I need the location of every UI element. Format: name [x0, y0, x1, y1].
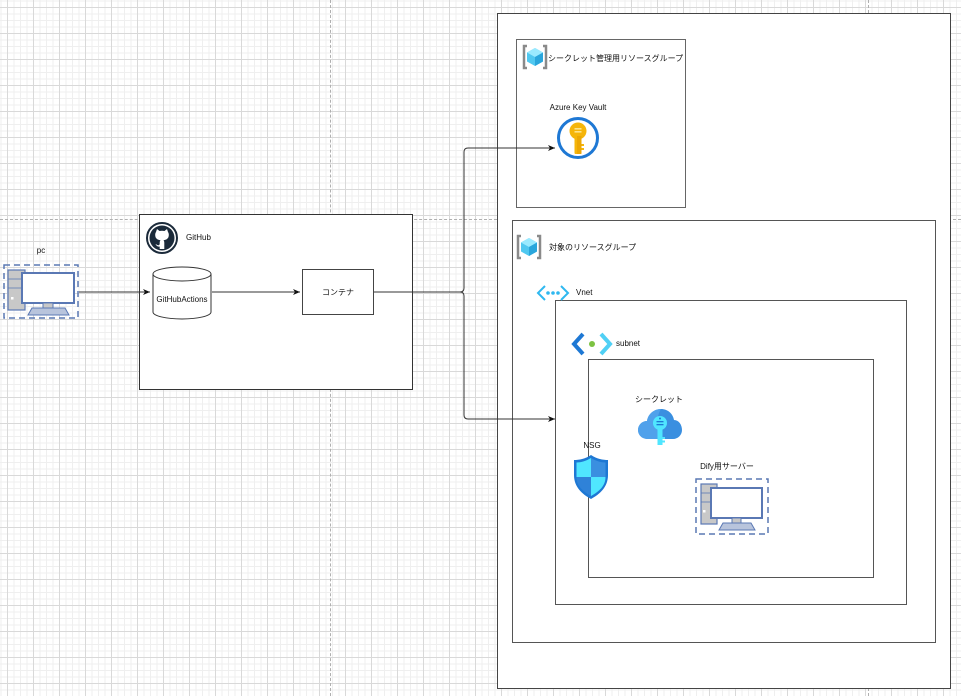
pc-label: pc	[36, 246, 46, 255]
desktop-computer-icon[interactable]	[3, 264, 79, 319]
desktop-computer-icon[interactable]	[695, 478, 769, 535]
vnet-icon	[536, 284, 570, 302]
secret-label: シークレット	[635, 395, 683, 404]
container-label: コンテナ	[322, 287, 354, 297]
resource-group-icon	[515, 234, 543, 260]
github-actions-cylinder[interactable]: GitHubActions	[152, 266, 212, 320]
github-icon	[146, 222, 178, 254]
subnet-label: subnet	[616, 339, 641, 348]
key-vault-icon[interactable]	[556, 116, 600, 160]
resource-group-icon	[521, 44, 549, 70]
key-vault-label: Azure Key Vault	[549, 103, 607, 112]
github-label: GitHub	[186, 233, 211, 242]
nsg-label: NSG	[583, 441, 601, 450]
vnet-label: Vnet	[576, 288, 593, 297]
secret-resource-group-label: シークレット管理用リソースグループ	[548, 54, 684, 63]
target-resource-group-label: 対象のリソースグループ	[549, 243, 637, 252]
container-box[interactable]: コンテナ	[302, 269, 374, 315]
subnet-box[interactable]	[588, 359, 874, 578]
subnet-icon	[571, 331, 613, 357]
dify-server-label: Dify用サーバー	[700, 462, 754, 471]
cloud-key-icon[interactable]	[636, 405, 684, 449]
github-actions-label: GitHubActions	[156, 295, 208, 304]
shield-icon[interactable]	[572, 453, 610, 501]
